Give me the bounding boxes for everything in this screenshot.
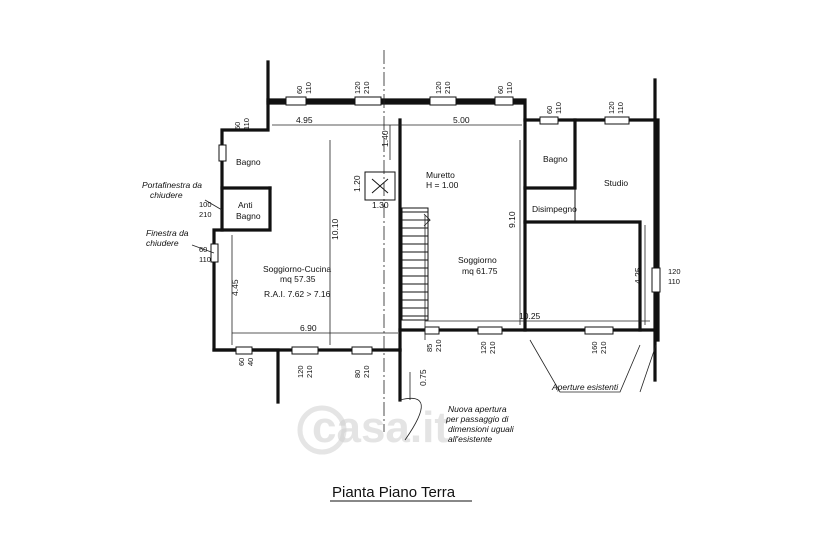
dim-9-10: 9.10 — [507, 211, 517, 228]
dim-10-10: 10.10 — [330, 218, 340, 240]
svg-text:120: 120 — [668, 267, 681, 276]
note-portafinestra-line2: chiudere — [150, 190, 183, 200]
svg-text:100: 100 — [199, 200, 212, 209]
svg-text:60: 60 — [237, 358, 246, 366]
note-nuova-apertura-line1: Nuova apertura — [448, 404, 507, 414]
svg-text:60: 60 — [545, 106, 554, 114]
room-bagno-left: Bagno — [236, 157, 261, 167]
room-soggiorno-area: mq 61.75 — [462, 266, 498, 276]
dim-1-30: 1.30 — [372, 200, 389, 210]
dim-6-90: 6.90 — [300, 323, 317, 333]
svg-text:210: 210 — [362, 81, 371, 94]
note-nuova-apertura-line3: dimensioni uguali — [448, 424, 515, 434]
svg-text:110: 110 — [199, 255, 211, 264]
svg-text:160: 160 — [590, 341, 599, 354]
watermark-logo-icon — [297, 405, 347, 455]
svg-text:60: 60 — [199, 245, 207, 254]
svg-text:210: 210 — [199, 210, 212, 219]
svg-text:60: 60 — [496, 86, 505, 94]
dim-1-40: 1.40 — [380, 130, 390, 147]
note-nuova-apertura-line2: per passaggio di — [445, 414, 509, 424]
muretto-label: Muretto — [426, 170, 455, 180]
dim-4-25: 4.25 — [633, 267, 643, 284]
note-portafinestra-line1: Portafinestra da — [142, 180, 202, 190]
windows — [210, 96, 661, 355]
muretto-height: H = 1.00 — [426, 180, 459, 190]
svg-text:85: 85 — [425, 344, 434, 352]
room-soggiorno: Soggiorno — [458, 255, 497, 265]
svg-text:40: 40 — [246, 358, 255, 366]
svg-text:210: 210 — [362, 365, 371, 378]
room-anti-bagno-line1: Anti — [238, 200, 253, 210]
dim-4-45: 4.45 — [230, 279, 240, 296]
svg-text:110: 110 — [304, 82, 313, 94]
room-soggiorno-cucina: Soggiorno-Cucina — [263, 264, 331, 274]
dim-0-75: 0.75 — [418, 369, 428, 386]
svg-text:120: 120 — [434, 81, 443, 94]
stair-steps — [402, 211, 428, 317]
svg-text:210: 210 — [434, 339, 443, 352]
room-rai: R.A.I. 7.62 > 7.16 — [264, 289, 331, 299]
svg-text:210: 210 — [488, 341, 497, 354]
dim-4-95: 4.95 — [296, 115, 313, 125]
svg-text:60: 60 — [295, 86, 304, 94]
room-bagno-right: Bagno — [543, 154, 568, 164]
dimension-lines — [191, 124, 657, 441]
room-soggiorno-cucina-area: mq 57.35 — [280, 274, 316, 284]
svg-text:120: 120 — [353, 81, 362, 94]
svg-text:120: 120 — [607, 101, 616, 114]
dim-5-00: 5.00 — [453, 115, 470, 125]
svg-text:210: 210 — [305, 365, 314, 378]
opening-size-labels: 60 110 120 210 120 210 60 110 60 110 120… — [199, 81, 681, 378]
page-title: Pianta Piano Terra — [332, 484, 456, 501]
dim-10-25: 10.25 — [519, 311, 541, 321]
note-aperture-esistenti: Aperture esistenti — [551, 382, 619, 392]
note-finestra-line1: Finestra da — [146, 228, 189, 238]
svg-text:210: 210 — [443, 81, 452, 94]
svg-text:110: 110 — [242, 118, 251, 130]
svg-text:210: 210 — [599, 341, 608, 354]
svg-text:120: 120 — [296, 365, 305, 378]
note-finestra-line2: chiudere — [146, 238, 179, 248]
svg-text:110: 110 — [554, 102, 563, 114]
room-disimpegno: Disimpegno — [532, 204, 577, 214]
dim-1-20: 1.20 — [352, 175, 362, 192]
svg-text:80: 80 — [353, 370, 362, 378]
svg-text:60: 60 — [233, 122, 242, 130]
room-studio: Studio — [604, 178, 628, 188]
room-anti-bagno-line2: Bagno — [236, 211, 261, 221]
note-nuova-apertura-line4: all'esistente — [448, 434, 492, 444]
svg-text:110: 110 — [668, 277, 680, 286]
svg-text:110: 110 — [616, 102, 625, 114]
svg-text:110: 110 — [505, 82, 514, 94]
svg-text:120: 120 — [479, 341, 488, 354]
